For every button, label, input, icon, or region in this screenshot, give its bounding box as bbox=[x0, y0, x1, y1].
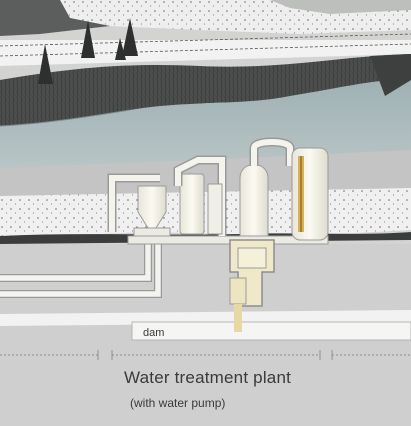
diagram-title: Water treatment plant bbox=[124, 368, 292, 387]
storage-tank bbox=[291, 147, 329, 241]
diagram-subtitle: (with water pump) bbox=[130, 396, 226, 410]
upper-dark-field bbox=[0, 0, 110, 36]
water-body bbox=[0, 79, 411, 170]
dam-structure bbox=[131, 321, 411, 341]
water-pump bbox=[229, 277, 247, 305]
road-band bbox=[0, 40, 411, 66]
dam-label: dam bbox=[143, 327, 165, 339]
reactor-tank bbox=[239, 164, 269, 237]
dimension-line bbox=[0, 350, 411, 360]
pine-trees bbox=[38, 18, 138, 84]
filter-column bbox=[179, 173, 205, 235]
treatment-plant bbox=[107, 137, 329, 332]
